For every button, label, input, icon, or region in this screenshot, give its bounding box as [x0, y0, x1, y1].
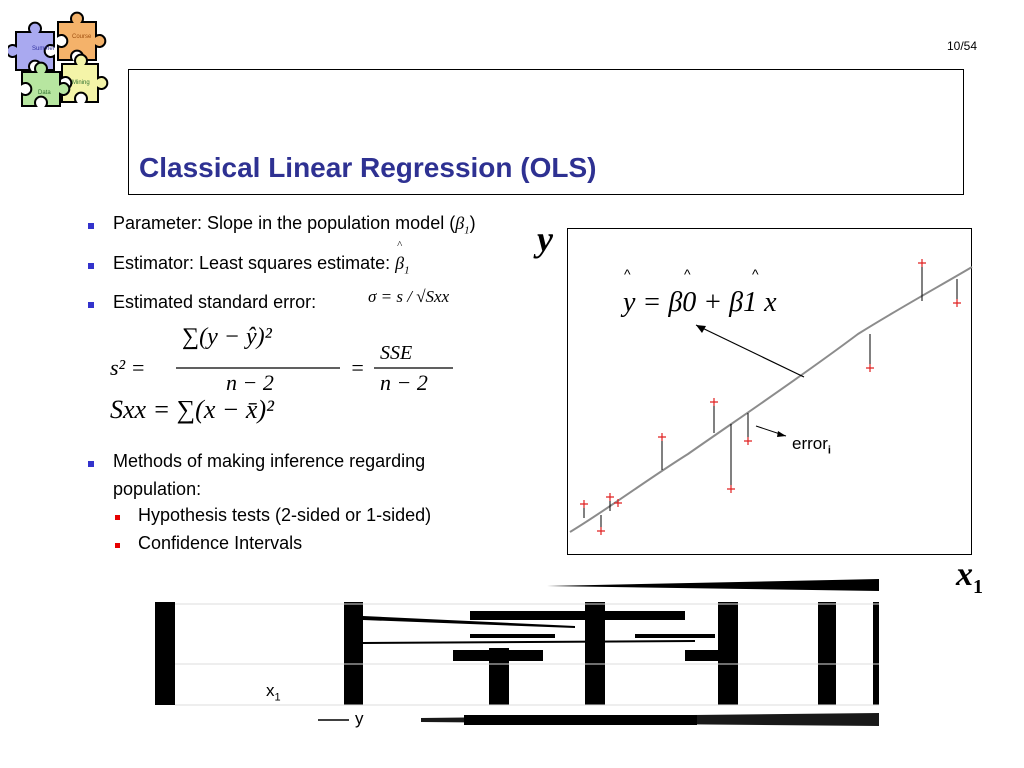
beta-hat: ^β1 [395, 239, 410, 277]
svg-text:^: ^ [624, 266, 631, 282]
s2-lhs: s² = [110, 355, 146, 380]
bullet-methods-line2: population: [113, 479, 202, 499]
regression-plot: ^ ^ ^ y = β0 + β1 x errori [567, 228, 973, 555]
bullet-text: Estimated standard error: [113, 292, 317, 312]
title-frame [128, 69, 964, 195]
sub-bullet-confidence: Confidence Intervals [138, 533, 303, 553]
course-logo: Summer Course Mining Data [5, 8, 126, 114]
rendering-artifact [155, 578, 879, 728]
bullet-text: Estimator: Least squares estimate: [113, 253, 391, 273]
sub-bullet-hypothesis: Hypothesis tests (2-sided or 1-sided) [138, 505, 432, 525]
sub-bullet-marker [115, 515, 120, 520]
fitted-line [569, 266, 973, 533]
variance-formula-block [108, 318, 468, 430]
s2-denominator: n − 2 [226, 370, 274, 395]
bullet-suffix: ) [469, 213, 476, 233]
equation-arrow [695, 324, 805, 378]
slide-title: Classical Linear Regression (OLS) [139, 152, 597, 183]
puzzle-logo-icon: Summer Course Mining Data [5, 11, 109, 107]
logo-mining-label: Mining [72, 80, 90, 86]
bullet-standard-error: Estimated standard error: [113, 292, 316, 313]
bullet-marker [88, 302, 94, 308]
regression-equation: y = β0 + β1 x [623, 287, 777, 318]
plot-y-axis-label: y [537, 219, 553, 259]
sxx-formula: Sxx = ∑(x − x̄)² [110, 395, 274, 424]
svg-text:^: ^ [752, 266, 759, 282]
beta-symbol: β [455, 213, 465, 233]
svg-text:^: ^ [684, 266, 691, 282]
s2-numerator: ∑(y − ŷ)² [182, 324, 272, 350]
data-points [580, 259, 961, 535]
legend-y-label: y [355, 709, 364, 728]
bullet-methods-line1: Methods of making inference regarding [113, 451, 426, 471]
legend-x-label: x1 [266, 681, 281, 704]
sub-bullet-marker [115, 543, 120, 548]
sse-denominator: n − 2 [380, 370, 428, 395]
bullet-estimator: Estimator: Least squares estimate: ^β1 [113, 239, 410, 277]
s2-equals: = [350, 355, 365, 380]
logo-summer-label: Summer [32, 46, 55, 52]
page-number: 10/54 [946, 39, 977, 53]
bullet-marker [88, 263, 94, 269]
plot-x-axis-label: x1 [956, 556, 983, 598]
residual-segments [583, 263, 958, 531]
bullet-marker [88, 461, 94, 467]
formula-graphic [176, 367, 453, 369]
logo-data-label: Data [38, 90, 51, 96]
sse-numerator: SSE [380, 342, 413, 364]
regression-plot-svg: ^ ^ ^ [569, 259, 973, 535]
bullet-marker [88, 223, 94, 229]
bullet-text: Parameter: Slope in the population model… [113, 213, 456, 233]
bullet-parameter: Parameter: Slope in the population model… [113, 213, 476, 237]
error-label: errori [792, 434, 831, 457]
beta-subscript: 1 [464, 224, 470, 237]
logo-course-label: Course [72, 34, 92, 40]
std-error-formula: σ = s / √Sxx [368, 287, 450, 306]
artifact-svg [155, 579, 879, 726]
